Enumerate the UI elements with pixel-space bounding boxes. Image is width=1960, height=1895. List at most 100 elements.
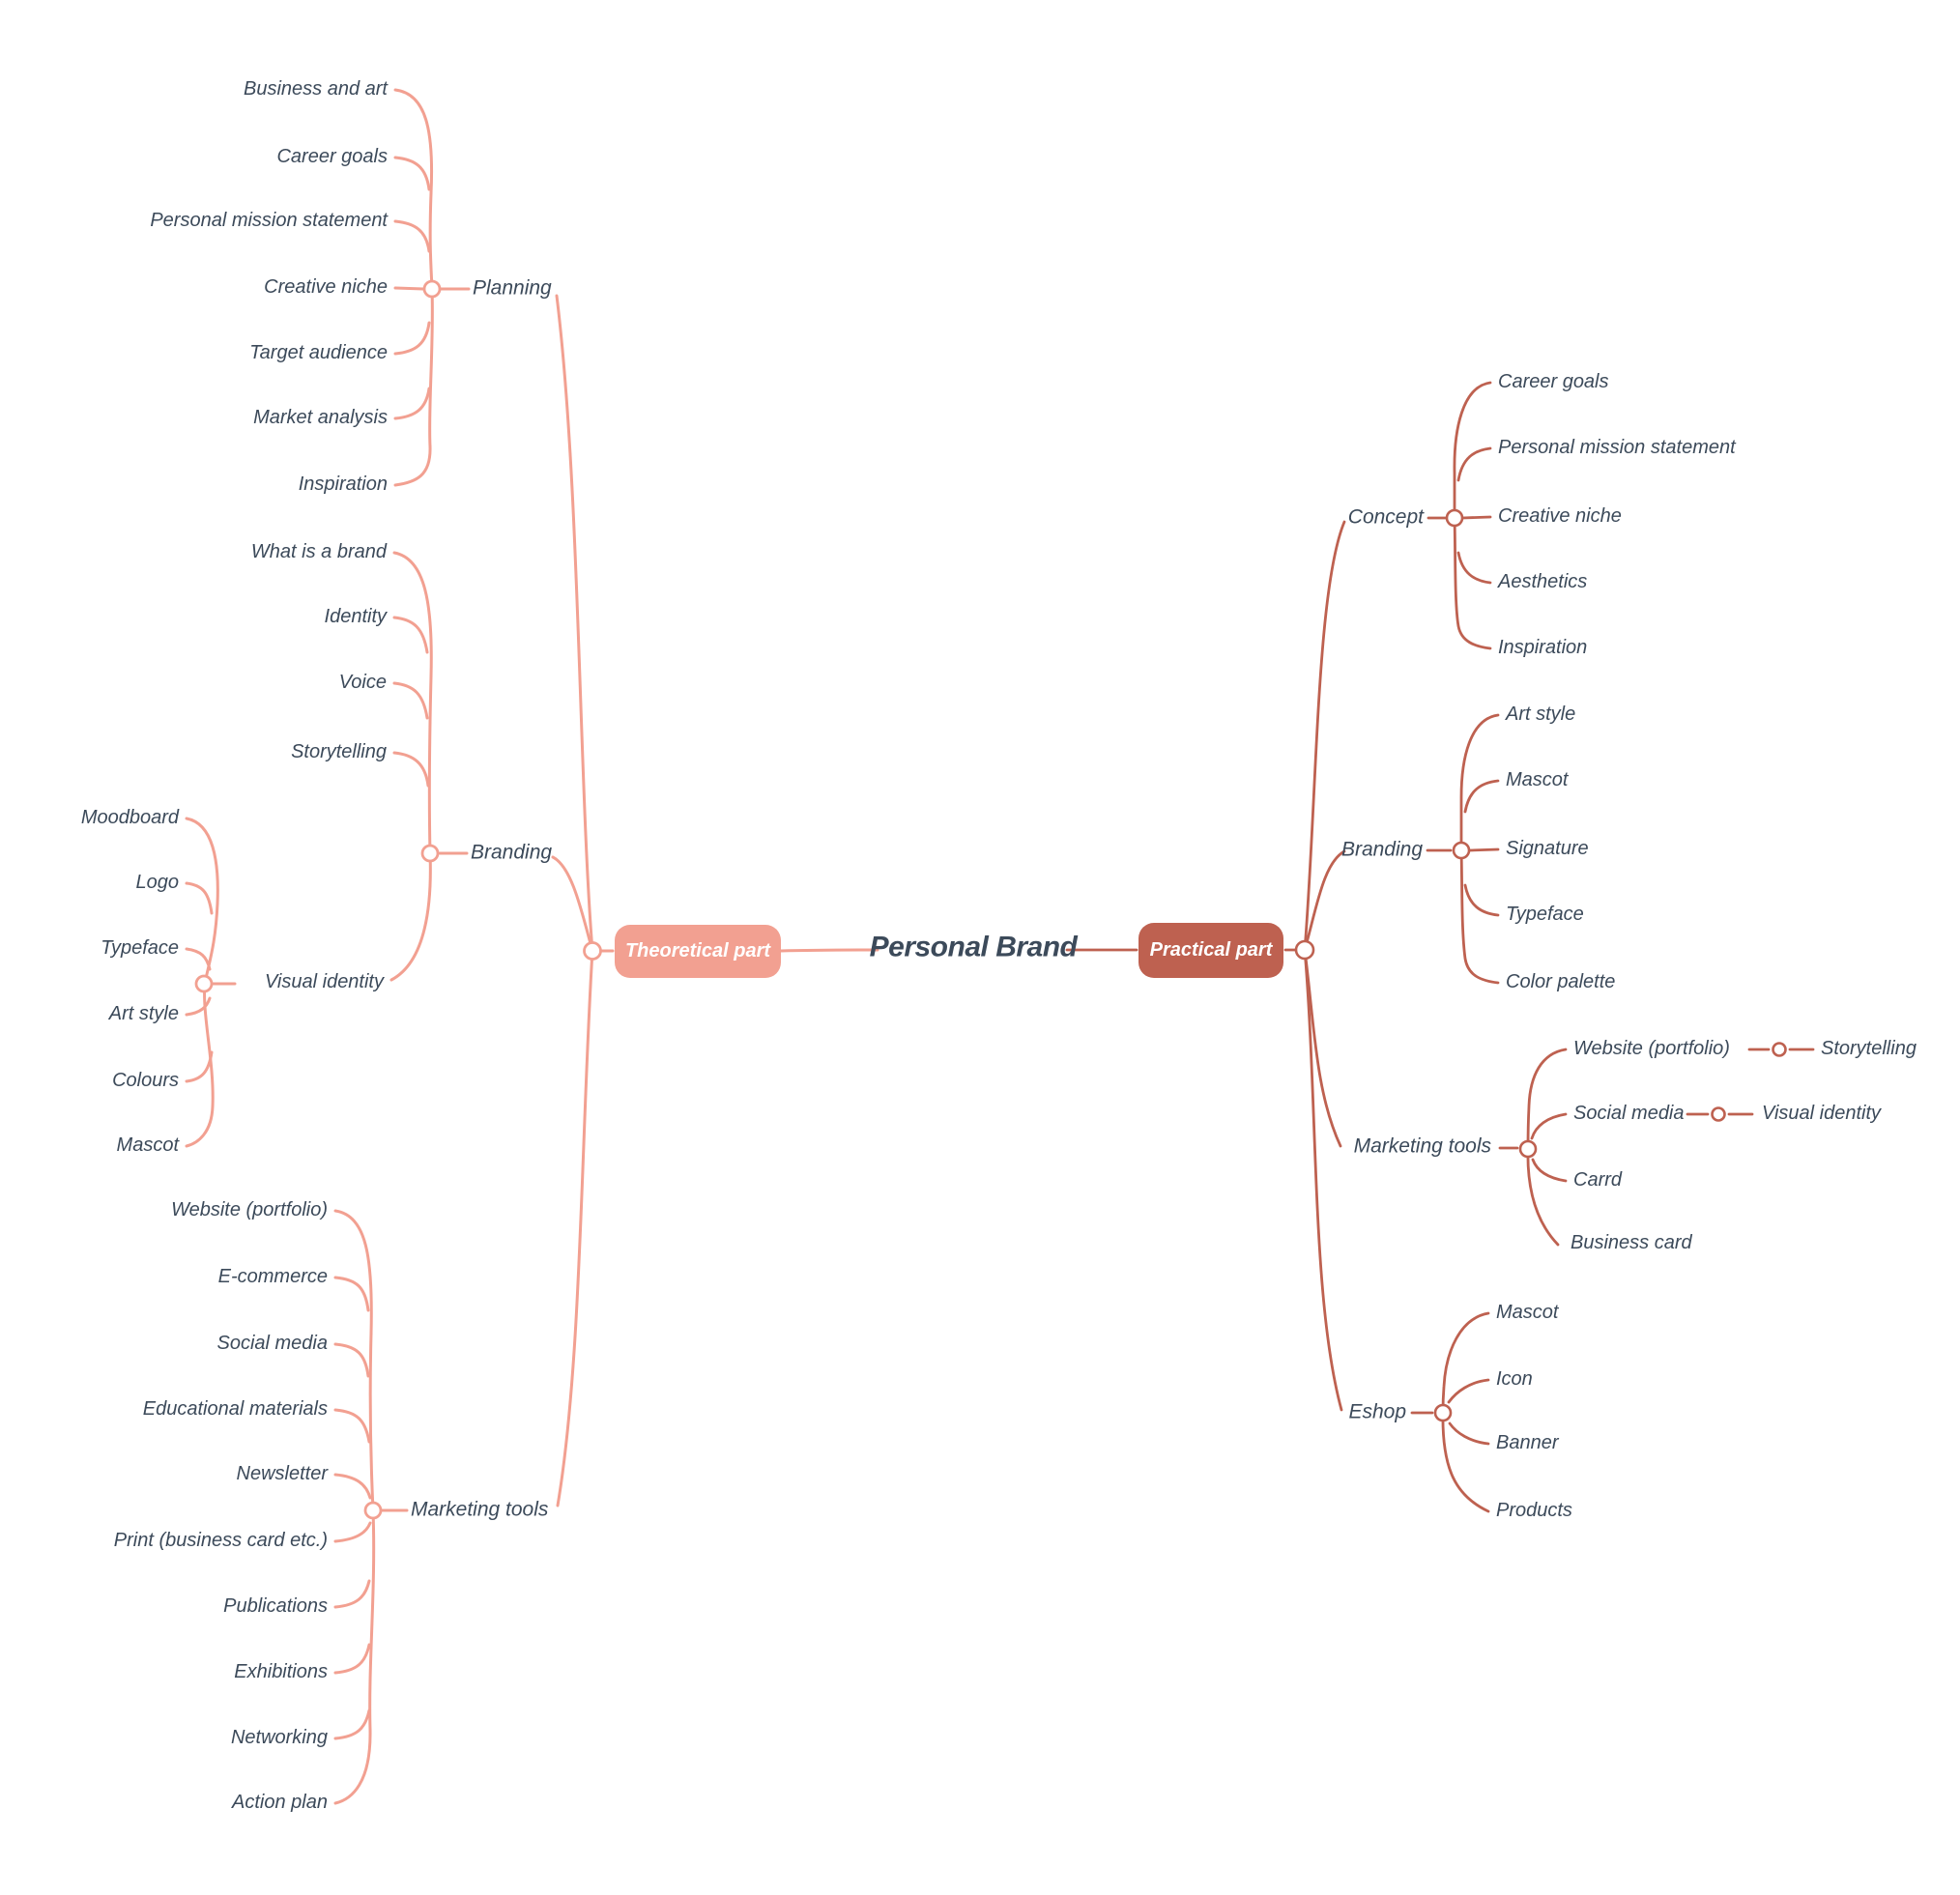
node-label-branding[interactable]: Branding bbox=[471, 841, 553, 864]
theoretical-part-node[interactable]: Theoretical part bbox=[615, 925, 781, 978]
branch-curve bbox=[1531, 1158, 1568, 1183]
node-label-social-media[interactable]: Social media bbox=[216, 1333, 328, 1354]
collapse-toggle[interactable] bbox=[583, 941, 602, 961]
node-label-website-portfolio[interactable]: Website (portfolio) bbox=[1573, 1038, 1730, 1059]
collapse-toggle[interactable] bbox=[1518, 1139, 1538, 1159]
node-label-visual-identity[interactable]: Visual identity bbox=[1762, 1103, 1882, 1124]
branch-curve bbox=[333, 1473, 372, 1500]
node-label-exhibitions[interactable]: Exhibitions bbox=[234, 1661, 328, 1682]
branch-curve bbox=[1448, 1421, 1490, 1446]
node-label-visual-identity[interactable]: Visual identity bbox=[264, 971, 384, 992]
node-label-creative-niche[interactable]: Creative niche bbox=[264, 276, 388, 298]
node-label-newsletter[interactable]: Newsletter bbox=[236, 1463, 328, 1484]
node-label-networking[interactable]: Networking bbox=[230, 1727, 328, 1748]
node-label-creative-niche[interactable]: Creative niche bbox=[1498, 505, 1622, 527]
node-label-branding[interactable]: Branding bbox=[1340, 838, 1423, 861]
branch-curve bbox=[1463, 779, 1500, 814]
node-label-personal-mission-statement[interactable]: Personal mission statement bbox=[1498, 437, 1736, 458]
collapse-toggle[interactable] bbox=[194, 974, 214, 993]
node-label-concept[interactable]: Concept bbox=[1347, 505, 1424, 529]
node-label-career-goals[interactable]: Career goals bbox=[1498, 371, 1609, 392]
root-topic-label[interactable]: Personal Brand bbox=[869, 931, 1078, 963]
node-label-social-media[interactable]: Social media bbox=[1573, 1103, 1685, 1124]
node-label-icon[interactable]: Icon bbox=[1496, 1368, 1533, 1390]
node-label-carrd[interactable]: Carrd bbox=[1573, 1169, 1623, 1191]
node-label-marketing-tools[interactable]: Marketing tools bbox=[411, 1498, 549, 1521]
branch-curve bbox=[556, 949, 594, 1507]
practical-part-label: Practical part bbox=[1149, 939, 1273, 961]
node-label-mascot[interactable]: Mascot bbox=[116, 1134, 179, 1156]
node-label-print-business-card-etc[interactable]: Print (business card etc.) bbox=[113, 1530, 328, 1551]
theoretical-part-label: Theoretical part bbox=[624, 940, 771, 962]
node-label-aesthetics[interactable]: Aesthetics bbox=[1498, 571, 1588, 592]
node-label-mascot[interactable]: Mascot bbox=[1506, 769, 1569, 790]
node-label-personal-mission-statement[interactable]: Personal mission statement bbox=[150, 210, 388, 231]
node-label-business-and-art[interactable]: Business and art bbox=[244, 78, 388, 100]
branch-curve bbox=[185, 881, 214, 915]
node-label-art-style[interactable]: Art style bbox=[108, 1003, 179, 1024]
node-label-career-goals[interactable]: Career goals bbox=[276, 146, 388, 167]
node-label-educational-materials[interactable]: Educational materials bbox=[142, 1398, 328, 1420]
node-label-website-portfolio[interactable]: Website (portfolio) bbox=[171, 1199, 328, 1220]
node-label-typeface[interactable]: Typeface bbox=[1506, 904, 1584, 925]
collapse-toggle[interactable] bbox=[1445, 508, 1464, 528]
practical-part-node[interactable]: Practical part bbox=[1139, 923, 1283, 978]
node-label-storytelling[interactable]: Storytelling bbox=[1821, 1038, 1917, 1059]
node-label-business-card[interactable]: Business card bbox=[1571, 1232, 1692, 1253]
branch-group bbox=[1294, 508, 1787, 1422]
node-label-typeface[interactable]: Typeface bbox=[101, 937, 179, 959]
branch-curve bbox=[392, 751, 430, 788]
branch-curve bbox=[185, 1050, 214, 1083]
branch-curve bbox=[185, 947, 212, 971]
collapse-toggle[interactable] bbox=[363, 1501, 383, 1520]
node-label-mascot[interactable]: Mascot bbox=[1496, 1302, 1559, 1323]
node-label-marketing-tools[interactable]: Marketing tools bbox=[1353, 1134, 1491, 1158]
node-label-voice[interactable]: Voice bbox=[338, 672, 387, 693]
collapse-toggle[interactable] bbox=[422, 279, 442, 299]
collapse-toggle[interactable] bbox=[420, 844, 440, 863]
branch-curve bbox=[779, 948, 879, 953]
node-label-storytelling[interactable]: Storytelling bbox=[291, 741, 387, 762]
collapse-toggle[interactable] bbox=[1294, 939, 1315, 961]
node-label-action-plan[interactable]: Action plan bbox=[232, 1792, 328, 1813]
node-label-publications[interactable]: Publications bbox=[223, 1595, 328, 1617]
branch-curve bbox=[1463, 883, 1500, 917]
branch-curve bbox=[1447, 1378, 1490, 1404]
collapse-toggle[interactable] bbox=[1772, 1042, 1787, 1057]
node-label-color-palette[interactable]: Color palette bbox=[1506, 971, 1616, 992]
branch-curve bbox=[389, 551, 433, 982]
node-label-moodboard[interactable]: Moodboard bbox=[80, 807, 179, 828]
node-label-signature[interactable]: Signature bbox=[1506, 838, 1589, 859]
node-label-what-is-a-brand[interactable]: What is a brand bbox=[250, 541, 387, 562]
branch-curve bbox=[333, 1643, 371, 1675]
branch-curve bbox=[1456, 446, 1492, 482]
node-label-art-style[interactable]: Art style bbox=[1506, 703, 1576, 725]
node-label-products[interactable]: Products bbox=[1496, 1500, 1572, 1521]
branch-curve bbox=[1460, 515, 1492, 520]
node-label-logo[interactable]: Logo bbox=[135, 872, 180, 893]
collapse-toggle[interactable] bbox=[1433, 1403, 1453, 1422]
branch-curve bbox=[1468, 847, 1500, 852]
branch-curve bbox=[185, 996, 212, 1017]
node-label-identity[interactable]: Identity bbox=[324, 606, 387, 627]
collapse-toggle[interactable] bbox=[1711, 1106, 1726, 1122]
branch-curve bbox=[1303, 948, 1343, 1412]
node-label-eshop[interactable]: Eshop bbox=[1348, 1400, 1406, 1423]
collapse-toggle[interactable] bbox=[1452, 841, 1471, 860]
node-label-target-audience[interactable]: Target audience bbox=[249, 342, 388, 363]
node-label-banner[interactable]: Banner bbox=[1496, 1432, 1559, 1453]
node-label-colours[interactable]: Colours bbox=[112, 1070, 179, 1091]
node-label-e-commerce[interactable]: E-commerce bbox=[217, 1266, 328, 1287]
branch-group bbox=[194, 279, 602, 1520]
node-label-market-analysis[interactable]: Market analysis bbox=[253, 407, 388, 428]
branch-curve bbox=[392, 616, 429, 654]
node-label-planning[interactable]: Planning bbox=[473, 276, 552, 300]
branch-curve bbox=[555, 294, 594, 953]
branch-group bbox=[1065, 381, 1815, 1513]
branch-curve bbox=[333, 1579, 371, 1609]
branch-curve bbox=[393, 286, 425, 291]
node-label-inspiration[interactable]: Inspiration bbox=[298, 474, 388, 495]
branch-curve bbox=[333, 1342, 370, 1378]
node-label-inspiration[interactable]: Inspiration bbox=[1498, 637, 1588, 658]
